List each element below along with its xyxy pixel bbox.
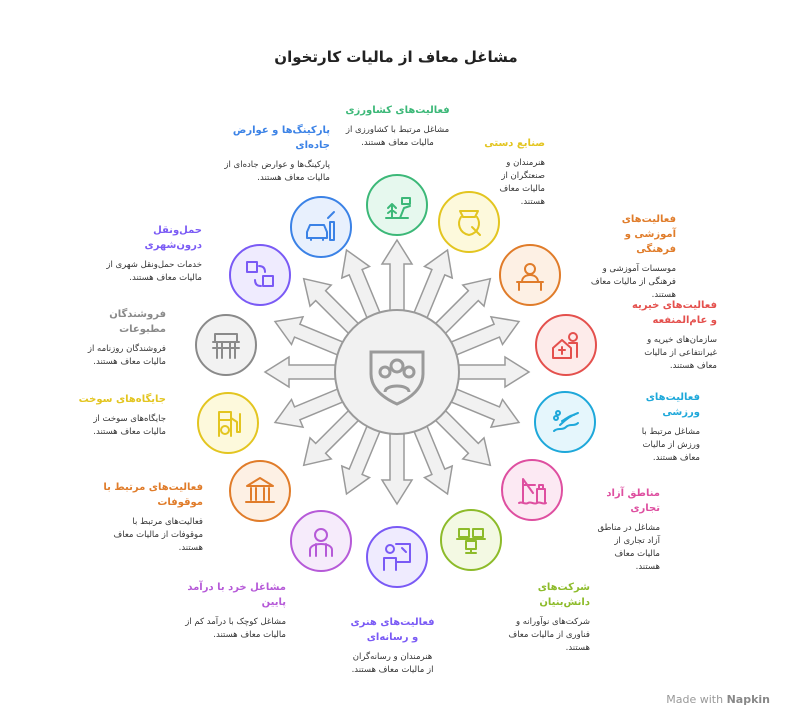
category-text: جایگاه‌های سوخت جایگاه‌های سوخت از مالیات…	[75, 392, 166, 439]
category-title: مشاغل خرد با درآمد پایین	[187, 582, 286, 608]
napkin-footer[interactable]: Made with Napkin	[666, 693, 770, 706]
category-title: فعالیت‌های ورزشی	[645, 392, 700, 418]
fuel-pump-icon	[218, 411, 241, 437]
newsstand-icon	[212, 333, 240, 359]
category-node	[229, 244, 291, 306]
category-text: حمل‌ونقل درون‌شهری خدمات حمل‌ونقل شهری از…	[95, 223, 202, 285]
car-toll-icon	[306, 211, 335, 241]
category-description: پارکینگ‌ها و عوارض جاده‌ای از مالیات معا…	[224, 160, 330, 183]
worker-icon	[309, 528, 333, 557]
category-title: فروشندگان مطبوعات	[109, 309, 166, 335]
category-description: فعالیت‌های مرتبط با موقوفات از مالیات مع…	[113, 517, 203, 553]
category-text: فعالیت‌های خیریه و عام‌المنفعه سازمان‌های…	[625, 298, 717, 373]
category-text: فعالیت‌های مرتبط با موقوفات فعالیت‌های مر…	[100, 480, 203, 555]
bus-transfer-icon	[246, 261, 274, 287]
category-title: فعالیت‌های خیریه و عام‌المنفعه	[631, 300, 717, 326]
category-title: فعالیت‌های کشاورزی	[345, 105, 450, 116]
category-text: شرکت‌های دانش‌بنیان شرکت‌های نوآورانه و ف…	[505, 580, 590, 655]
computers-icon	[456, 528, 486, 554]
category-text: فعالیت‌های هنری و رسانه‌ای هنرمندان و رسا…	[350, 615, 435, 677]
category-title: فعالیت‌های مرتبط با موقوفات	[103, 482, 203, 508]
category-description: جایگاه‌های سوخت از مالیات معاف هستند.	[93, 414, 166, 437]
category-text: مناطق آزاد تجاری مشاغل در مناطق آزاد تجار…	[590, 486, 660, 574]
category-text: پارکینگ‌ها و عوارض جاده‌ای پارکینگ‌ها و ع…	[215, 123, 330, 185]
category-node	[535, 314, 597, 376]
category-node	[438, 191, 500, 253]
charity-house-icon	[552, 332, 578, 359]
category-title: پارکینگ‌ها و عوارض جاده‌ای	[232, 125, 330, 151]
category-description: شرکت‌های نوآورانه و فناوری از مالیات معا…	[508, 617, 590, 653]
category-description: موسسات آموزشی و فرهنگی از مالیات معاف هس…	[590, 264, 676, 300]
category-description: مشاغل مرتبط با ورزش از مالیات معاف هستند…	[641, 427, 700, 463]
category-title: حمل‌ونقل درون‌شهری	[144, 225, 202, 251]
pottery-icon	[458, 210, 481, 236]
category-node	[229, 460, 291, 522]
category-node	[197, 392, 259, 454]
category-description: هنرمندان و رسانه‌گران از مالیات معاف هست…	[351, 652, 434, 675]
category-description: مشاغل کوچک با درآمد کم از مالیات معاف هس…	[185, 617, 286, 640]
category-text: فروشندگان مطبوعات فروشندگان روزنامه از ما…	[75, 307, 166, 369]
category-node	[366, 174, 428, 236]
institution-icon	[245, 477, 275, 503]
category-title: جایگاه‌های سوخت	[78, 394, 166, 405]
category-description: مشاغل در مناطق آزاد تجاری از مالیات معاف…	[597, 523, 660, 572]
category-description: سازمان‌های خیریه و غیرانتفاعی از مالیات …	[644, 335, 717, 371]
category-text: مشاغل خرد با درآمد پایین مشاغل کوچک با در…	[185, 580, 286, 642]
category-title: مناطق آزاد تجاری	[606, 488, 660, 514]
swimmer-icon	[553, 410, 579, 432]
napkin-brand: Napkin	[726, 693, 770, 706]
category-title: شرکت‌های دانش‌بنیان	[537, 582, 590, 608]
category-description: خدمات حمل‌ونقل شهری از مالیات معاف هستند…	[106, 260, 202, 283]
category-node	[290, 196, 352, 258]
port-crane-icon	[518, 478, 547, 505]
category-node	[501, 459, 563, 521]
category-description: مشاغل مرتبط با کشاورزی از مالیات معاف هس…	[345, 125, 450, 148]
category-node	[290, 510, 352, 572]
category-text: فعالیت‌های ورزشی مشاغل مرتبط با ورزش از م…	[625, 390, 700, 465]
diagram-title: مشاغل معاف از مالیات کارتخوان	[274, 48, 518, 66]
category-node	[499, 244, 561, 306]
group-shield-icon	[334, 309, 460, 435]
category-description: فروشندگان روزنامه از مالیات معاف هستند.	[87, 344, 166, 367]
category-title: صنایع دستی	[484, 138, 545, 149]
category-title: فعالیت‌های هنری و رسانه‌ای	[350, 617, 435, 643]
teacher-icon	[516, 263, 544, 291]
category-description: هنرمندان و صنعتگران از مالیات معاف هستند…	[499, 158, 545, 207]
category-text: فعالیت‌های آموزشی و فرهنگی موسسات آموزشی …	[590, 212, 676, 302]
painter-icon	[383, 543, 411, 571]
category-text: صنایع دستی هنرمندان و صنعتگران از مالیات …	[480, 136, 545, 209]
category-text: فعالیت‌های کشاورزی مشاغل مرتبط با کشاورزی…	[340, 103, 455, 150]
farmer-icon	[385, 197, 411, 219]
category-node	[195, 314, 257, 376]
category-node	[534, 391, 596, 453]
category-node	[366, 526, 428, 588]
category-node	[440, 509, 502, 571]
category-title: فعالیت‌های آموزشی و فرهنگی	[621, 214, 676, 255]
